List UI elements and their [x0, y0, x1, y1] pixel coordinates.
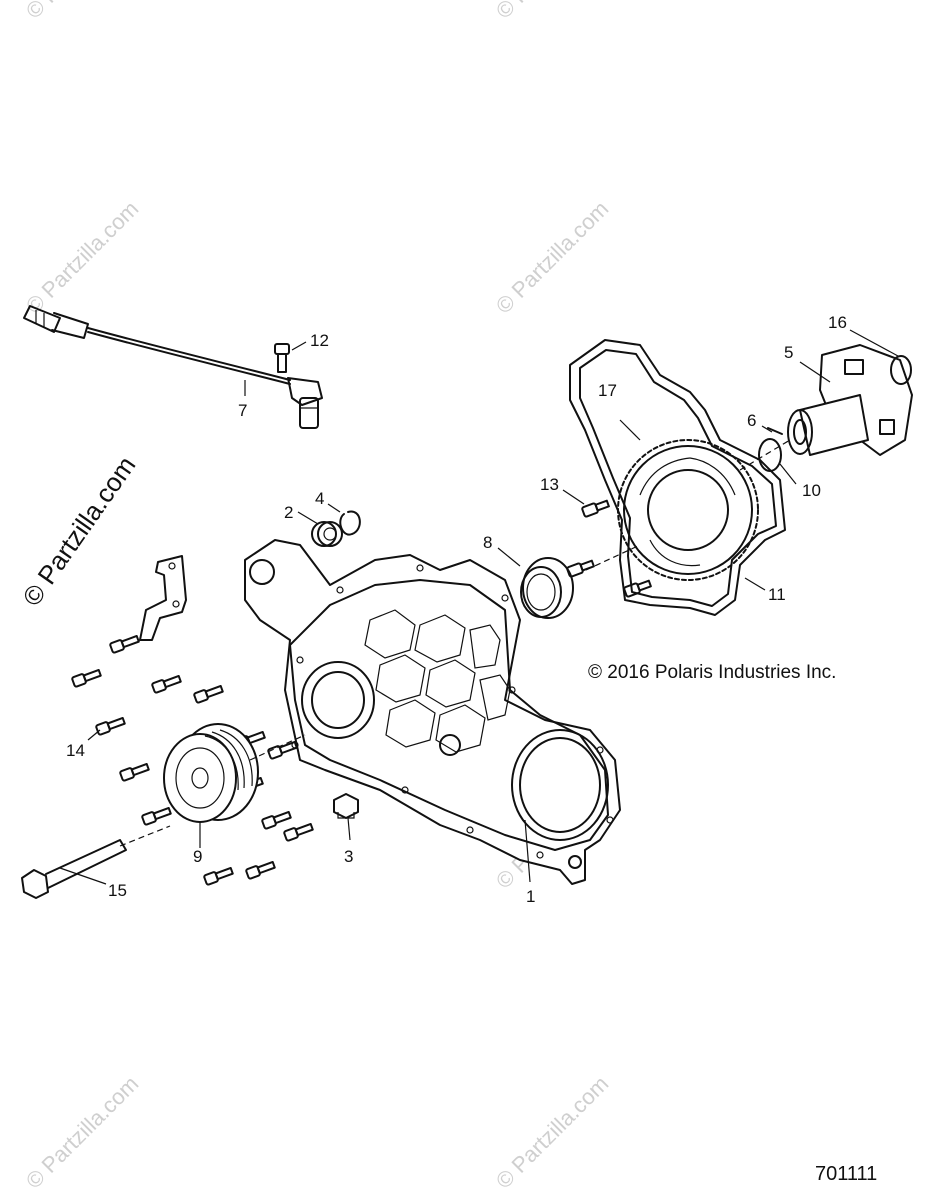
callout-3: 3: [344, 847, 353, 866]
leader-lines: [59, 329, 899, 885]
callout-17: 17: [598, 381, 617, 400]
part-10-o-ring: [758, 438, 782, 472]
part-5-housing: [787, 344, 913, 456]
copyright-text: © 2016 Polaris Industries Inc.: [588, 662, 836, 683]
figure-number: 701111: [815, 1163, 877, 1185]
watermark-dark: © Partzilla.com: [16, 451, 141, 612]
watermark: © Partzilla.com: [491, 196, 614, 319]
callout-1: 1: [526, 887, 535, 906]
part-8-seal: [520, 557, 574, 619]
part-17-tone-ring: [617, 439, 759, 581]
part-2-bearing: [311, 521, 343, 547]
callout-8: 8: [483, 533, 492, 552]
callout-12: 12: [310, 331, 329, 350]
callout-6: 6: [747, 411, 756, 430]
part-6-pin: [767, 427, 783, 435]
part-16-o-ring: [890, 355, 912, 385]
callout-2: 2: [284, 503, 293, 522]
part-1-case-cover: [244, 539, 621, 885]
callout-13: 13: [540, 475, 559, 494]
part-3-plug: [333, 793, 359, 819]
part-12-bolt: [274, 343, 290, 373]
bracket: [139, 555, 187, 641]
part-9-pulley: [163, 723, 259, 823]
watermark: © Partzilla.com: [491, 0, 614, 24]
part-7-speed-sensor: [23, 305, 323, 429]
callout-4: 4: [315, 489, 324, 508]
alignment-lines: [119, 439, 791, 847]
callout-5: 5: [784, 343, 793, 362]
callout-16: 16: [828, 313, 847, 332]
callout-15: 15: [108, 881, 127, 900]
watermark: © Partzilla.com: [21, 1071, 144, 1194]
callout-7: 7: [238, 401, 247, 420]
watermark: © Partzilla.com: [491, 1071, 614, 1194]
watermark: © Partzilla.com: [21, 0, 144, 24]
part-13-bolts: [566, 499, 652, 598]
callouts: 1 2 3 4 5 6 7 8 9 10 11 12 13 14 15 16 1…: [66, 313, 847, 906]
callout-11: 11: [768, 585, 786, 604]
part-4-snap-ring: [339, 510, 361, 536]
callout-10: 10: [802, 481, 821, 500]
callout-14: 14: [66, 741, 85, 760]
callout-9: 9: [193, 847, 202, 866]
watermark: © Partzilla.com: [21, 196, 144, 319]
